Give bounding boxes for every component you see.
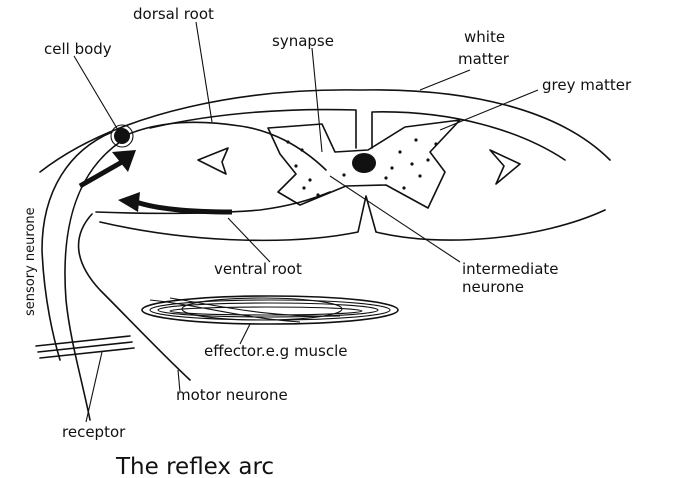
label-ventral-root: ventral root [214,260,302,278]
synapse-blob [352,153,376,173]
pointer-dorsal-root [196,22,212,122]
pointer-effector [240,324,250,344]
left-triangle [198,148,228,174]
pointer-cell-body [74,56,118,130]
pointer-white-matter [420,70,470,90]
pointer-synapse [312,48,322,152]
dorsal-root-nerve [124,122,326,170]
leftward-arrow [136,202,232,212]
spinal-cord-bottom-outline [100,196,605,240]
label-matter: matter [458,50,510,68]
receptor-symbol [36,336,134,358]
leftward-arrow-head [118,192,140,212]
caption: The reflex arc [115,454,274,478]
pointer-intermediate [330,176,460,262]
label-receptor: receptor [62,423,126,441]
upward-arrow-head [112,150,136,172]
pointer-receptor [86,352,102,422]
motor-neurone-line [79,214,190,380]
right-triangle [490,150,520,184]
label-synapse: synapse [272,32,334,50]
label-motor-neurone: motor neurone [176,386,288,404]
cell-body [114,128,130,144]
label-white: white [464,28,505,46]
label-grey-matter: grey matter [542,76,632,94]
effector-muscle [142,296,398,324]
label-intermediate: intermediate [462,260,559,278]
label-sensory-neurone: sensory neurone [23,207,38,316]
label-effector: effector.e.g muscle [204,342,348,360]
label-intermediate-neurone: neurone [462,278,524,296]
label-cell-body: cell body [44,40,112,58]
sensory-neurone-line-2 [42,132,112,360]
label-dorsal-root: dorsal root [133,5,214,23]
upward-arrow [80,162,122,186]
